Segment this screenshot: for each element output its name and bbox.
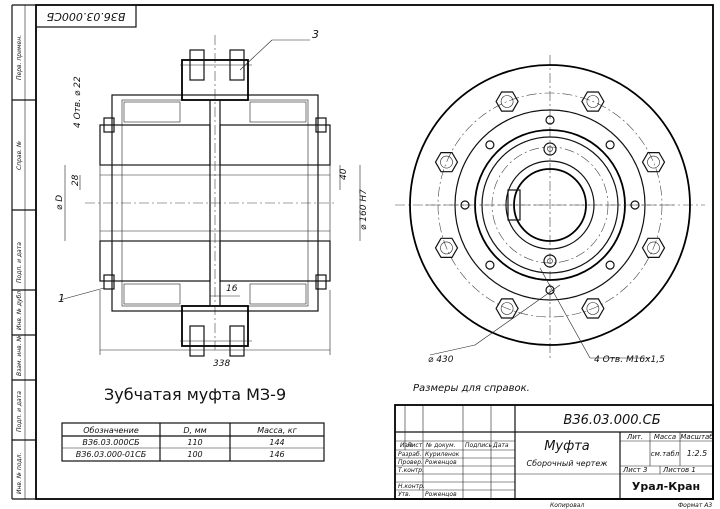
part-name: Муфта xyxy=(544,439,590,454)
doc-type: Сборочный чертеж xyxy=(527,459,609,468)
mass-value: см.табл xyxy=(651,450,680,458)
spec-cell: ВЗ6.03.000СБ xyxy=(82,438,140,447)
spec-cell: 146 xyxy=(269,450,284,459)
bolt-hole xyxy=(605,260,615,270)
nut-hex xyxy=(495,298,519,319)
sheet-number: Лист 3 xyxy=(622,466,647,474)
spec-table: Обозначение D, мм Масса, кг ВЗ6.03.000СБ… xyxy=(61,422,325,462)
top-stamp-text: ВЗ6.03.000СБ xyxy=(47,10,126,23)
role: Утв. xyxy=(398,491,411,498)
dim-338: 338 xyxy=(213,359,230,369)
format-label: Формат А3 xyxy=(678,502,712,509)
role: Н.контр. xyxy=(398,483,425,490)
dim-430: ⌀ 430 xyxy=(428,355,454,365)
organization: Урал-Кран xyxy=(632,480,700,493)
scale-head: Масштаб xyxy=(680,433,714,441)
bolt-hole xyxy=(630,200,640,210)
spec-header: D, мм xyxy=(183,426,206,435)
person: Роженцов xyxy=(425,491,457,498)
strip-label: Взам. инв. № xyxy=(16,335,23,376)
nut-hex xyxy=(581,91,605,112)
dim-40: 40 xyxy=(339,168,349,180)
col-head: Лист xyxy=(406,442,423,449)
end-view-dimensions: ⌀ 430 4 Отв. М16х1,5 xyxy=(428,267,665,365)
spec-cell: ВЗ6.03.000-01СБ xyxy=(76,450,147,459)
role: Разраб. xyxy=(398,451,422,458)
nut-bore xyxy=(647,155,660,169)
section-dimensions: 3 1 4 Отв. ⌀ 22 ⌀ D 28 40 ⌀ 160 H7 16 33… xyxy=(55,28,369,369)
person: Роженцов xyxy=(425,459,457,466)
dim-16: 16 xyxy=(226,284,238,294)
top-stamp: ВЗ6.03.000СБ xyxy=(35,4,137,28)
role: Т.контр. xyxy=(398,467,424,474)
reference-note: Размеры для справок. xyxy=(413,383,530,394)
nut-bore xyxy=(586,95,600,108)
dim-holes-left: 4 Отв. ⌀ 22 xyxy=(73,76,83,128)
dim-holes-right: 4 Отв. М16х1,5 xyxy=(594,355,665,365)
bolt-hole xyxy=(460,200,470,210)
left-strip: Перв. примен. Справ. № Подп. и дата Инв.… xyxy=(11,4,36,500)
nut-hex xyxy=(434,237,459,258)
spec-cell: 100 xyxy=(187,450,202,459)
col-head: Изм xyxy=(400,442,413,449)
nut-bore xyxy=(500,95,514,108)
nut-bore xyxy=(500,302,514,315)
bolt-hole xyxy=(485,260,495,270)
spec-header: Обозначение xyxy=(83,426,139,435)
strip-label: Перв. примен. xyxy=(16,35,23,80)
dim-d: ⌀ D xyxy=(55,195,65,210)
nut-bore xyxy=(440,155,453,169)
mass-head: Масса xyxy=(654,433,676,441)
bolt-hole xyxy=(545,115,555,125)
col-head: Подпись xyxy=(465,442,492,449)
nut-hex xyxy=(495,91,519,112)
end-view xyxy=(395,55,705,360)
section-view xyxy=(85,35,335,357)
callout-1: 1 xyxy=(58,292,65,305)
nut-hex xyxy=(641,152,666,173)
nut-hex xyxy=(641,237,666,258)
spec-cell: 144 xyxy=(269,438,284,447)
strip-label: Подп. и дата xyxy=(16,242,23,283)
dim-160: ⌀ 160 H7 xyxy=(359,189,369,230)
callout-3: 3 xyxy=(312,28,319,41)
copied-label: Копировал xyxy=(550,502,584,509)
sheet-count: Листов 1 xyxy=(662,466,696,474)
person: Куриленок xyxy=(425,451,460,458)
col-head: № докум. xyxy=(425,442,456,449)
nut-bore xyxy=(440,241,453,255)
designation: ВЗ6.03.000.СБ xyxy=(563,413,660,428)
dim-28: 28 xyxy=(71,174,81,186)
title-block: ВЗ6.03.000.СБ Изм Лист № докум. Подпись … xyxy=(394,404,714,500)
nut-bore xyxy=(647,241,660,255)
role: Провер. xyxy=(398,459,423,466)
col-head: Дата xyxy=(492,442,509,449)
strip-label: Подп. и дата xyxy=(16,391,23,432)
nut-hex xyxy=(434,152,459,173)
spec-cell: 110 xyxy=(187,438,202,447)
drawing-heading: Зубчатая муфта МЗ-9 xyxy=(104,385,286,404)
lit-head: Лит. xyxy=(626,433,643,441)
strip-label: Инв. № подл. xyxy=(16,453,23,494)
strip-label: Справ. № xyxy=(16,141,23,170)
sheet-frame xyxy=(35,4,714,500)
scale-value: 1:2.5 xyxy=(687,449,708,458)
bolt-hole xyxy=(485,140,495,150)
nut-bore xyxy=(586,302,600,315)
bolt-hole xyxy=(605,140,615,150)
nut-hex xyxy=(581,298,605,319)
spec-header: Масса, кг xyxy=(257,426,297,435)
strip-label: Инв. № дубл. xyxy=(16,289,23,330)
